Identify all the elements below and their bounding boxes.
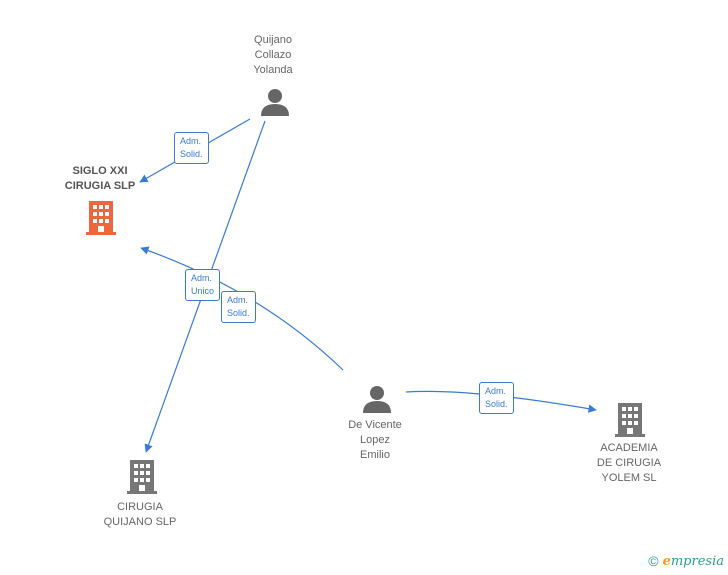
company-name-siglo[interactable]: SIGLO XXI CIRUGIA SLP <box>64 165 136 192</box>
copyright-icon: © <box>648 553 659 569</box>
company-name-academia[interactable]: ACADEMIA DE CIRUGIA YOLEM SL <box>596 442 662 484</box>
edge-label-quijano-siglo: Adm. Solid. <box>174 132 209 164</box>
person-name-devicente[interactable]: De Vicente Lopez Emilio <box>348 419 402 461</box>
building-icon[interactable] <box>127 460 157 494</box>
person-icon[interactable] <box>261 89 289 116</box>
person-name-quijano[interactable]: Quijano Collazo Yolanda <box>253 34 293 76</box>
building-icon[interactable] <box>86 201 116 235</box>
edge-label-devicente-academia: Adm. Solid. <box>479 382 514 414</box>
edge-label-quijano-cirugia: Adm. Unico <box>185 269 221 301</box>
building-icon[interactable] <box>615 403 645 437</box>
person-icon[interactable] <box>363 386 391 413</box>
company-name-cirugia[interactable]: CIRUGIA QUIJANO SLP <box>103 501 177 528</box>
empresia-logo[interactable]: empresia <box>662 553 724 569</box>
copyright-notice: © empresia <box>648 553 724 569</box>
edge-label-devicente-siglo: Adm. Solid. <box>221 291 256 323</box>
